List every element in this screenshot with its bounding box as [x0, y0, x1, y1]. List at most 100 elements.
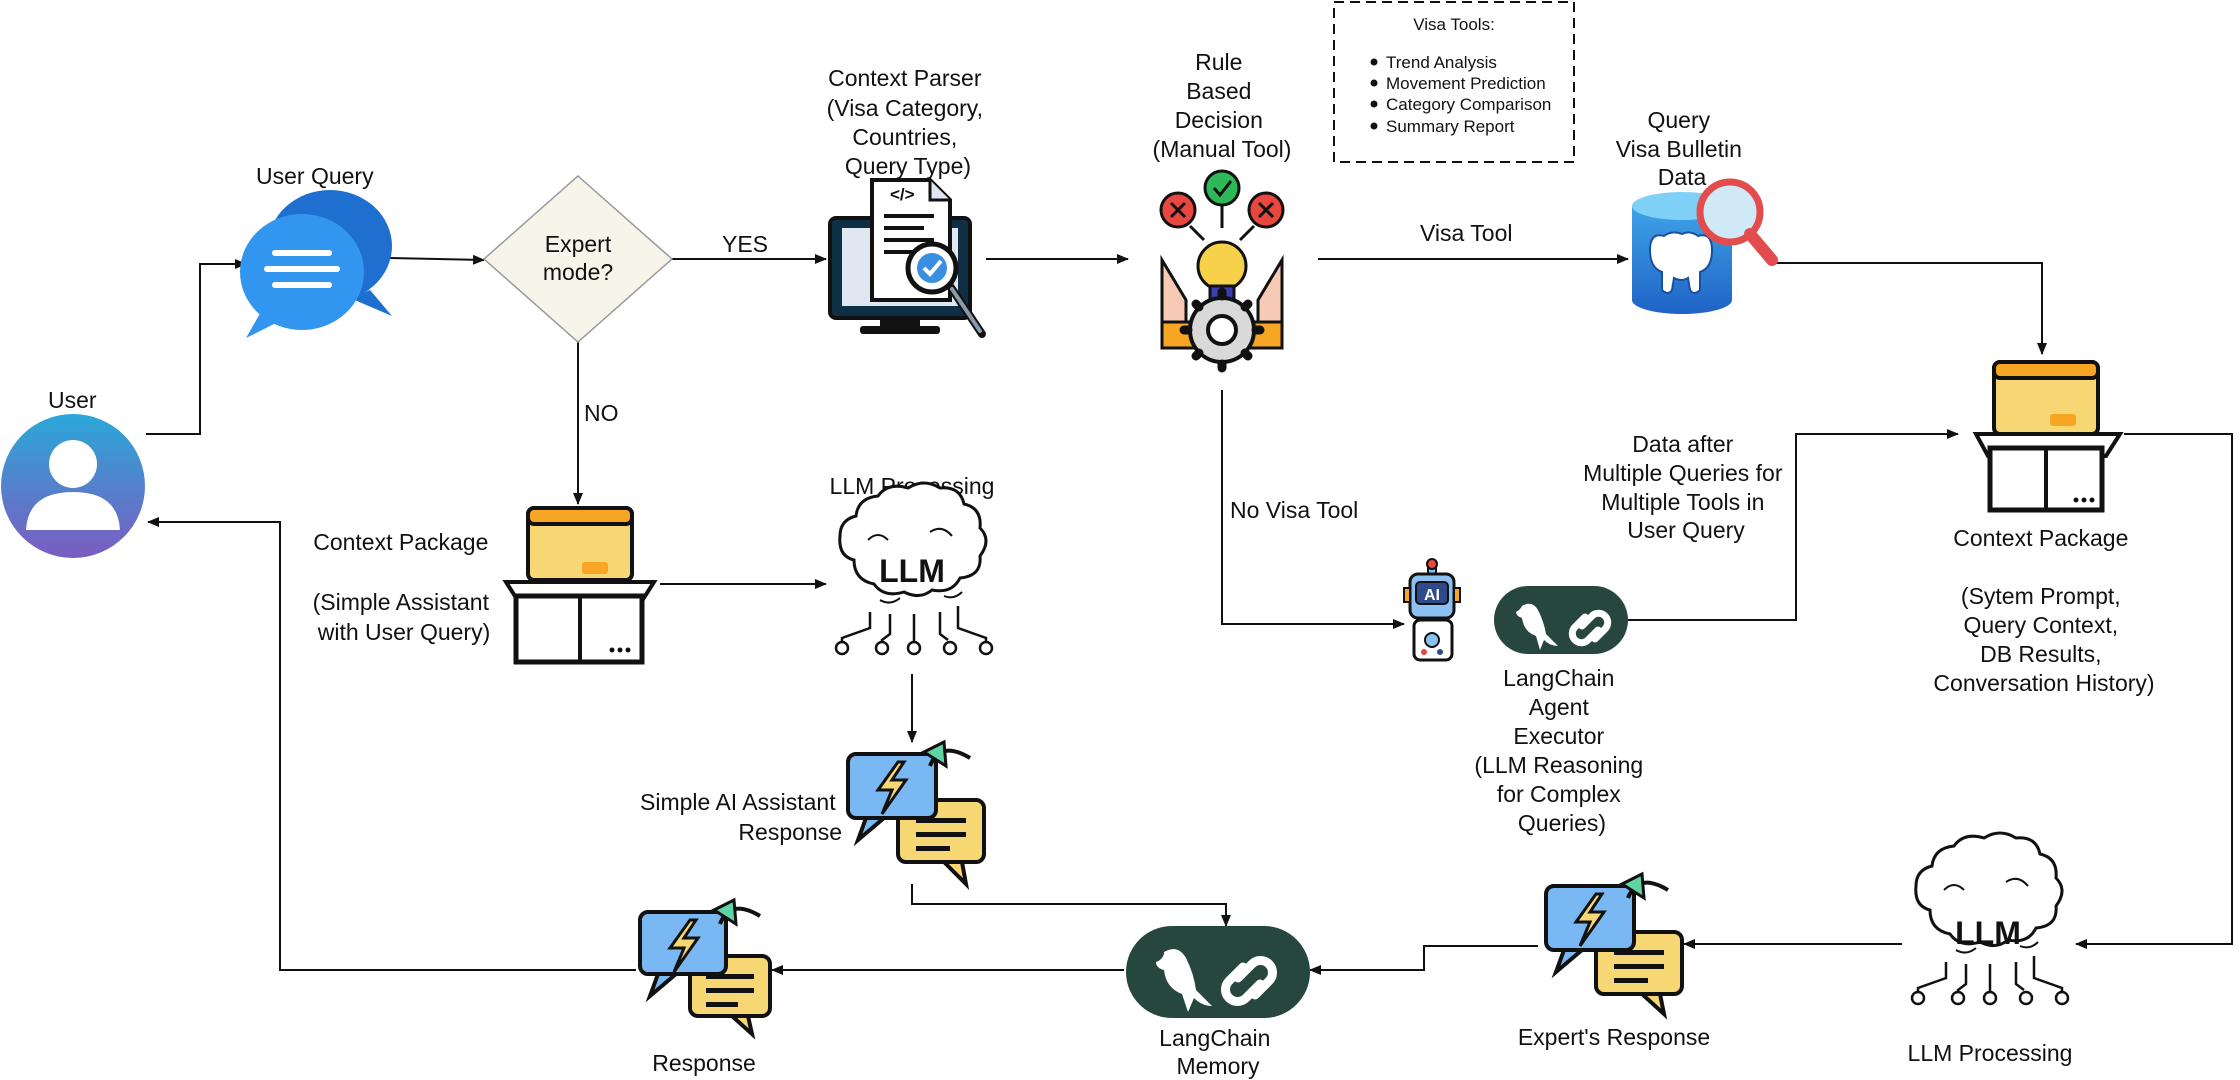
- visa-tool-item: Trend Analysis: [1386, 53, 1497, 72]
- context-parser-node: Context Parser (Visa Category, Countries…: [827, 65, 990, 338]
- langchain-agent-line: (LLM Reasoning: [1474, 752, 1643, 778]
- edge-response-to-user: [147, 517, 636, 971]
- langchain-agent-node: AI LangChain Agent Executor (LLM Reasoni…: [1403, 558, 1649, 836]
- edge-label-visa-tool: Visa Tool: [1420, 220, 1513, 246]
- context-package-right-line: Conversation History): [1933, 670, 2154, 696]
- expert-mode-line2: mode?: [543, 259, 613, 285]
- robot-icon: AI: [1403, 558, 1461, 662]
- context-parser-label: Context Parser (Visa Category, Countries…: [827, 65, 990, 179]
- llm-processing-right-label: LLM Processing: [1908, 1040, 2073, 1066]
- data-after-line: User Query: [1627, 517, 1745, 543]
- context-parser-line: Context Parser: [828, 65, 982, 91]
- simple-response-line: Simple AI Assistant: [640, 789, 836, 815]
- chat-bubbles-icon: [240, 190, 392, 338]
- rule-based-line: Rule: [1195, 49, 1242, 75]
- llm-brain-icon: LLM: [1910, 831, 2070, 1006]
- visa-tools-title: Visa Tools:: [1413, 15, 1495, 34]
- user-icon: [1, 414, 145, 558]
- llm-processing-right-node: LLM LLM Processing: [1908, 831, 2073, 1066]
- response-chat-icon: [638, 897, 772, 1040]
- langchain-memory-node: LangChain Memory: [1126, 926, 1310, 1079]
- context-package-right-line: DB Results,: [1980, 641, 2101, 667]
- open-box-icon: [1972, 360, 2124, 513]
- edge-context-to-llm: [2075, 433, 2233, 949]
- langchain-memory-label: LangChain Memory: [1159, 1025, 1277, 1079]
- ai-icon-text: AI: [1424, 587, 1440, 604]
- edge-rule-no-visa: [1221, 390, 1405, 629]
- edge-simple-to-memory: [911, 884, 1231, 927]
- data-after-label: Data after Multiple Queries for Multiple…: [1583, 431, 1789, 543]
- visa-tools-box: Visa Tools: Trend Analysis Movement Pred…: [1333, 1, 1575, 163]
- experts-response-node: Expert's Response: [1518, 871, 1710, 1050]
- query-db-node: Query Visa Bulletin Data: [1616, 107, 1778, 314]
- experts-response-label: Expert's Response: [1518, 1024, 1710, 1050]
- decision-diamond: [482, 174, 674, 344]
- decision-lightbulb-icon: [1159, 169, 1285, 373]
- rule-based-node: Rule Based Decision (Manual Tool): [1153, 49, 1292, 373]
- visa-tool-item: Category Comparison: [1386, 95, 1551, 114]
- simple-response-node: Simple AI Assistant Response: [640, 739, 986, 890]
- user-node: User: [1, 387, 145, 558]
- edge-db-to-context: [1774, 262, 2047, 355]
- edge-agent-to-context: [1628, 429, 1959, 621]
- data-after-line: Multiple Queries for: [1583, 460, 1783, 486]
- context-package-right-line: Query Context,: [1963, 612, 2118, 638]
- context-package-left-line: (Simple Assistant: [313, 589, 490, 615]
- edge-label-no-visa-tool: No Visa Tool: [1230, 497, 1358, 523]
- query-db-line: Query: [1647, 107, 1710, 133]
- llm-processing-mid-node: LLM Processing LLM: [830, 473, 994, 656]
- visa-tool-item: Movement Prediction: [1386, 74, 1546, 93]
- context-package-right-node: Context Package (Sytem Prompt, Query Con…: [1933, 360, 2155, 696]
- llm-icon-text: LLM: [879, 553, 945, 589]
- edge-expert-to-memory: [1309, 945, 1538, 975]
- response-chat-icon: [846, 739, 986, 890]
- svg-text:</>: </>: [890, 185, 915, 204]
- langchain-agent-line: LangChain: [1503, 665, 1614, 691]
- response-label: Response: [652, 1050, 756, 1076]
- context-parser-line: (Visa Category,: [827, 95, 983, 121]
- user-query-node: User Query: [240, 163, 392, 338]
- context-package-left-line: with User Query): [317, 619, 491, 645]
- llm-brain-icon: LLM: [834, 481, 994, 656]
- simple-response-line: Response: [738, 819, 842, 845]
- context-parser-line: Query Type): [845, 153, 971, 179]
- context-package-right-line: (Sytem Prompt,: [1961, 583, 2121, 609]
- edges: [146, 254, 2233, 975]
- context-package-left-node: Context Package (Simple Assistant with U…: [313, 506, 658, 665]
- edge-query-to-expert: [389, 254, 485, 265]
- rule-based-line: Based: [1186, 78, 1251, 104]
- langchain-agent-line: for Complex: [1497, 781, 1621, 807]
- langchain-agent-line: Queries): [1518, 810, 1606, 836]
- user-label: User: [48, 387, 97, 413]
- langchain-memory-line: LangChain: [1159, 1025, 1270, 1051]
- rule-based-line: (Manual Tool): [1153, 136, 1292, 162]
- langchain-agent-line: Executor: [1513, 723, 1604, 749]
- context-parser-line: Countries,: [852, 124, 957, 150]
- langchain-logo-icon: [1126, 926, 1310, 1018]
- langchain-logo-icon: [1494, 586, 1628, 654]
- query-db-line: Data: [1658, 164, 1707, 190]
- rule-based-line: Decision: [1175, 107, 1263, 133]
- edge-user-to-query: [146, 259, 247, 435]
- monitor-code-icon: </>: [828, 178, 986, 338]
- database-search-icon: [1632, 178, 1778, 314]
- data-after-line: Multiple Tools in: [1601, 489, 1764, 515]
- rule-based-label: Rule Based Decision (Manual Tool): [1153, 49, 1292, 162]
- simple-response-label: Simple AI Assistant Response: [640, 789, 842, 845]
- response-chat-icon: [1544, 871, 1684, 1020]
- langchain-agent-line: Agent: [1529, 694, 1590, 720]
- langchain-agent-label: LangChain Agent Executor (LLM Reasoning …: [1474, 665, 1649, 836]
- context-package-right-line: Context Package: [1953, 525, 2128, 551]
- context-package-left-label: Context Package (Simple Assistant with U…: [313, 529, 496, 645]
- user-query-label: User Query: [256, 163, 374, 189]
- llm-icon-text: LLM: [1955, 915, 2021, 951]
- edge-label-yes: YES: [722, 231, 768, 257]
- query-db-label: Query Visa Bulletin Data: [1616, 107, 1749, 190]
- data-after-line: Data after: [1632, 431, 1733, 457]
- query-db-line: Visa Bulletin: [1616, 136, 1742, 162]
- context-package-left-line: Context Package: [313, 529, 488, 555]
- langchain-memory-line: Memory: [1176, 1053, 1260, 1079]
- visa-tools-frame: [1333, 1, 1575, 163]
- edge-label-no: NO: [584, 400, 619, 426]
